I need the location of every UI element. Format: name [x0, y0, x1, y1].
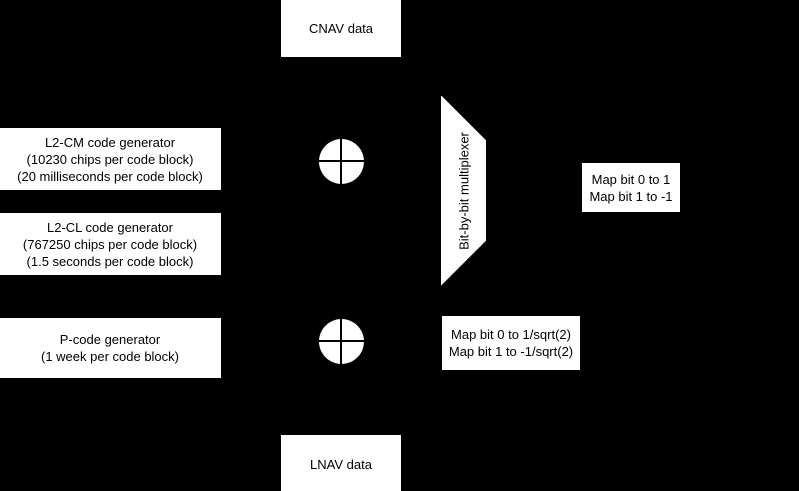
- l2cm-title: L2-CM code generator: [44, 134, 176, 150]
- block-map-bit-to-inverse-sqrt-two[interactable]: Map bit 0 to 1/sqrt(2) Map bit 1 to -1/s…: [441, 315, 581, 371]
- map-one-line-1: Map bit 0 to 1: [591, 171, 671, 187]
- block-l2cl-code-generator[interactable]: L2-CL code generator (767250 chips per c…: [0, 212, 222, 276]
- l2cl-duration: (1.5 seconds per code block): [26, 253, 194, 269]
- xor-upper-icon[interactable]: [316, 136, 367, 187]
- block-map-bit-to-one[interactable]: Map bit 0 to 1 Map bit 1 to -1: [581, 162, 681, 213]
- pcode-duration: (1 week per code block): [40, 349, 179, 364]
- l2cl-title: L2-CL code generator: [47, 219, 173, 235]
- multiplexer-shape-icon: [441, 96, 486, 286]
- block-bit-by-bit-multiplexer[interactable]: Bit-by-bit multiplexer: [441, 96, 486, 286]
- map-sqrt-line-1: Map bit 0 to 1/sqrt(2): [451, 327, 571, 342]
- lnav-data-label: LNAV data: [310, 456, 372, 472]
- block-p-code-generator[interactable]: P-code generator (1 week per code block): [0, 317, 222, 379]
- l2cl-chips: (767250 chips per code block): [22, 236, 198, 252]
- block-l2cm-code-generator[interactable]: L2-CM code generator (10230 chips per co…: [0, 127, 222, 191]
- cnav-data-label: CNAV data: [308, 20, 374, 36]
- pcode-title: P-code generator: [59, 332, 161, 347]
- block-cnav-data[interactable]: CNAV data: [280, 0, 402, 58]
- map-sqrt-line-2: Map bit 1 to -1/sqrt(2): [448, 344, 574, 359]
- l2cm-duration: (20 milliseconds per code block): [17, 168, 203, 184]
- block-lnav-data[interactable]: LNAV data: [280, 434, 402, 491]
- map-one-line-2: Map bit 1 to -1: [589, 188, 673, 204]
- xor-lower-icon[interactable]: [316, 316, 367, 367]
- l2cm-chips: (10230 chips per code block): [26, 151, 194, 167]
